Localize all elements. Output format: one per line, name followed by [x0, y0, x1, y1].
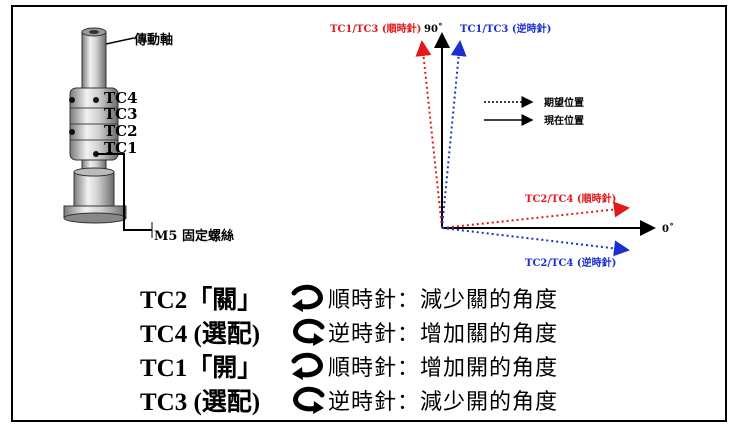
blue-ray-top [441, 40, 467, 229]
clockwise-arrow-icon [291, 284, 323, 312]
rule-tc2: TC2「關」 順時針：減少關的角度 [140, 280, 558, 316]
drive-shaft-label: 傳動軸 [133, 32, 173, 48]
tc4-label: TC4 [104, 89, 138, 107]
rule-label-tc2: TC2「關」 [140, 287, 263, 314]
top-left-label: TC1/TC3 (順時針) [330, 22, 421, 35]
drive-shaft [81, 31, 107, 93]
counterclockwise-arrow-icon [293, 386, 325, 414]
angle-diagram: TC1/TC3 (順時針) 90˚ TC1/TC3 (逆時針) 期望位置 現在位… [330, 22, 674, 269]
rule-tc4: TC4 (選配) 逆時針：增加關的角度 [140, 314, 558, 350]
counterclockwise-arrow-icon [293, 318, 325, 346]
legend-current: 現在位置 [544, 114, 584, 127]
rule-text-tc4: 逆時針：增加關的角度 [328, 322, 559, 347]
red-ray-top [415, 40, 443, 229]
screw-label: M5 固定螺絲 [154, 228, 234, 244]
clockwise-arrow-icon [291, 352, 323, 380]
rule-text-tc1: 順時針：增加開的角度 [328, 356, 559, 381]
zero-label: 0˚ [662, 223, 674, 235]
shaft-illustration: 傳動軸 TC4 TC3 TC2 TC1 M5 固定螺絲 [63, 27, 234, 244]
rule-text-tc2: 順時針：減少關的角度 [328, 288, 559, 313]
blue-right-label: TC2/TC4 (逆時針) [525, 256, 616, 269]
base-column [73, 171, 115, 213]
rule-label-tc1: TC1「開」 [140, 355, 263, 382]
rule-tc3: TC3 (選配) 逆時針：減少開的角度 [140, 382, 558, 418]
blue-ray-right [441, 227, 630, 257]
red-right-label: TC2/TC4 (順時針) [525, 192, 616, 205]
legend-expected: 期望位置 [544, 96, 584, 109]
rule-tc1: TC1「開」 順時針：增加開的角度 [140, 348, 558, 384]
figure-frame [11, 5, 727, 422]
rule-label-tc3: TC3 (選配) [140, 389, 261, 416]
red-ray-right [441, 201, 630, 229]
rule-text-tc3: 逆時針：減少開的角度 [328, 390, 559, 415]
tc2-label: TC2 [104, 122, 138, 140]
tc1-label: TC1 [104, 139, 138, 157]
top-mid-label: 90˚ [424, 23, 443, 35]
top-right-label: TC1/TC3 (逆時針) [460, 22, 551, 35]
rule-label-tc4: TC4 (選配) [140, 321, 261, 348]
tc3-label: TC3 [104, 105, 138, 123]
